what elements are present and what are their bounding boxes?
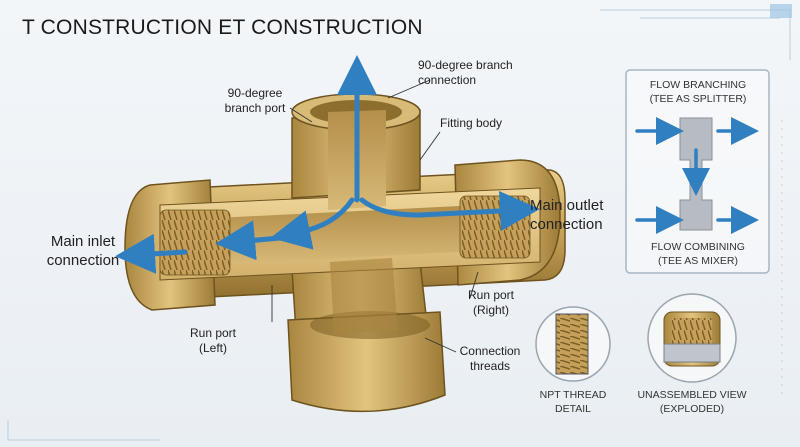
label-branch-connection: 90-degree branch connection [418,58,513,87]
npt-thread-inset [535,306,611,382]
label-npt-thread: NPT THREAD DETAIL [539,389,607,415]
label-main-outlet: Main outlet connection [530,197,604,233]
label-unassembled-view: UNASSEMBLED VIEW (EXPLODED) [637,389,747,415]
label-fitting-body: Fitting body [440,116,503,130]
exploded-view-inset [647,293,737,383]
label-run-port-right: Run port (Right) [467,288,515,317]
label-flow-branching: FLOW BRANCHING (TEE AS SPLITTER) [649,79,747,105]
corner-decoration [7,4,792,441]
leader-lines [271,79,479,353]
flow-arrows [115,55,540,274]
label-branch-port: 90-degree branch port [224,86,286,115]
page-title: T CONSTRUCTION ET CONSTRUCTION [22,16,423,39]
flow-inset-diagram [625,69,770,274]
label-run-port-left: Run port (Left) [189,326,237,355]
label-flow-combining: FLOW COMBINING (TEE AS MIXER) [651,241,745,267]
label-main-inlet: Main inlet connection [46,233,120,269]
label-connection-threads: Connection threads [459,344,521,373]
